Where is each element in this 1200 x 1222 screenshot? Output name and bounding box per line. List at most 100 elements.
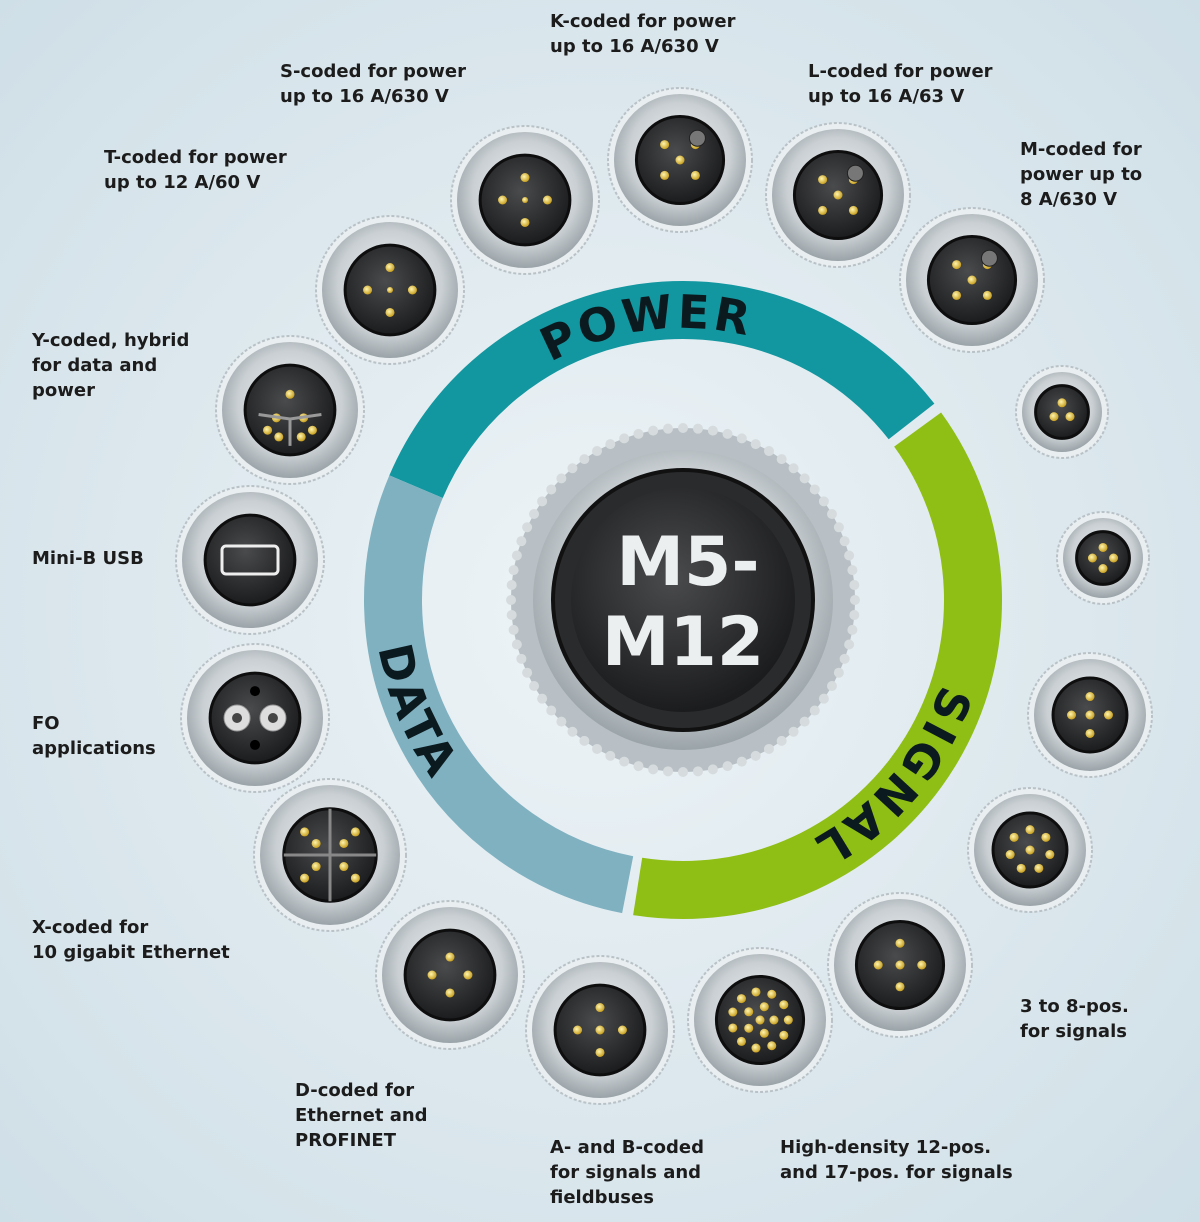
- pin: [1049, 412, 1059, 422]
- connector-signal-3to8: [827, 892, 973, 1038]
- pin: [1041, 832, 1051, 842]
- pin: [728, 1007, 738, 1017]
- knurl-tooth: [511, 639, 522, 650]
- connector-d-coded: [375, 900, 525, 1050]
- label-mini-usb: Mini-B USB: [32, 548, 144, 569]
- data-arc: [364, 475, 634, 914]
- knurl-tooth: [605, 750, 616, 761]
- connector-signal-8: [967, 787, 1093, 913]
- knurl-tooth: [818, 693, 829, 704]
- knurl-tooth: [750, 439, 761, 450]
- knurl-tooth: [750, 750, 761, 761]
- label-l-coded: L-coded for power up to 16 A/63 V: [808, 61, 993, 107]
- connector-l-coded: [765, 122, 911, 268]
- connector-high-density: [687, 947, 833, 1093]
- signal-arc: [633, 412, 1002, 919]
- pin: [1025, 845, 1035, 855]
- connector-inner: [571, 488, 795, 712]
- center-connector: M5- M12: [506, 423, 860, 777]
- knurl-tooth: [508, 624, 519, 635]
- pin: [1057, 398, 1067, 408]
- knurl-tooth: [516, 536, 527, 547]
- pin: [675, 155, 685, 165]
- knurl-tooth: [692, 423, 703, 434]
- knurl-tooth: [546, 484, 557, 495]
- pin: [296, 432, 306, 442]
- pin: [307, 425, 317, 435]
- knurl-tooth: [799, 716, 810, 727]
- knurl-tooth: [839, 536, 850, 547]
- connector-fo: [180, 643, 330, 793]
- knurl-tooth: [788, 726, 799, 737]
- knurl-tooth: [776, 735, 787, 746]
- knurl-tooth: [522, 667, 533, 678]
- knurl-tooth: [567, 463, 578, 474]
- knurl-tooth: [849, 580, 860, 591]
- pin: [339, 838, 349, 848]
- knurl-tooth: [537, 496, 548, 507]
- connector-signal-5: [1027, 652, 1153, 778]
- pin: [1065, 412, 1075, 422]
- center-title-line2: M12: [602, 603, 764, 682]
- pin: [744, 1007, 754, 1017]
- pin: [445, 952, 455, 962]
- pin: [755, 1015, 765, 1025]
- knurl-tooth: [529, 681, 540, 691]
- pin: [300, 827, 310, 837]
- knurl-tooth: [826, 681, 837, 691]
- pin: [759, 1028, 769, 1038]
- knurl-tooth: [788, 463, 799, 474]
- pin: [1016, 863, 1026, 873]
- pin: [751, 1043, 761, 1053]
- label-k-coded: K-coded for power up to 16 A/630 V: [550, 11, 736, 57]
- pin: [818, 175, 828, 185]
- knurl-tooth: [619, 433, 630, 444]
- pin: [350, 827, 360, 837]
- knurl-tooth: [849, 609, 860, 620]
- knurl-tooth: [736, 433, 747, 444]
- pin: [595, 1025, 605, 1035]
- knurl-tooth: [556, 473, 567, 484]
- pin: [1098, 542, 1108, 552]
- knurl-tooth: [764, 743, 774, 754]
- knurl-tooth: [850, 595, 860, 605]
- signal-label: SIGNAL: [805, 680, 982, 878]
- pin: [660, 170, 670, 180]
- pin: [967, 275, 977, 285]
- pin: [311, 862, 321, 872]
- pin: [1098, 564, 1108, 574]
- pin: [1087, 553, 1097, 563]
- pin: [387, 287, 393, 293]
- knurl-tooth: [546, 705, 557, 716]
- knurl-tooth: [592, 446, 602, 457]
- connector-x-coded: [253, 778, 407, 932]
- knurl-tooth: [722, 428, 733, 439]
- knurl-tooth: [663, 766, 674, 777]
- knurl-tooth: [567, 726, 578, 737]
- pin: [982, 290, 992, 300]
- pin: [427, 970, 437, 980]
- pin: [385, 263, 395, 273]
- pin: [751, 987, 761, 997]
- pin: [818, 205, 828, 215]
- pin: [833, 190, 843, 200]
- pin: [311, 838, 321, 848]
- knurl-tooth: [633, 761, 644, 772]
- pin: [1103, 710, 1113, 720]
- pin: [769, 1015, 779, 1025]
- knurl-tooth: [648, 764, 659, 775]
- connector-m-coded: [899, 207, 1045, 353]
- knurl-tooth: [605, 439, 616, 450]
- pin: [1085, 728, 1095, 738]
- pin: [617, 1025, 627, 1035]
- pin: [952, 290, 962, 300]
- pin: [274, 432, 284, 442]
- pin: [595, 1047, 605, 1057]
- connector-ab-coded: [525, 955, 675, 1105]
- connector-s-coded: [450, 125, 600, 275]
- knurl-tooth: [506, 609, 517, 620]
- pin: [542, 195, 552, 205]
- connector-small-a: [1015, 365, 1109, 459]
- label-d-coded: D-coded for Ethernet and PROFINET: [295, 1080, 428, 1151]
